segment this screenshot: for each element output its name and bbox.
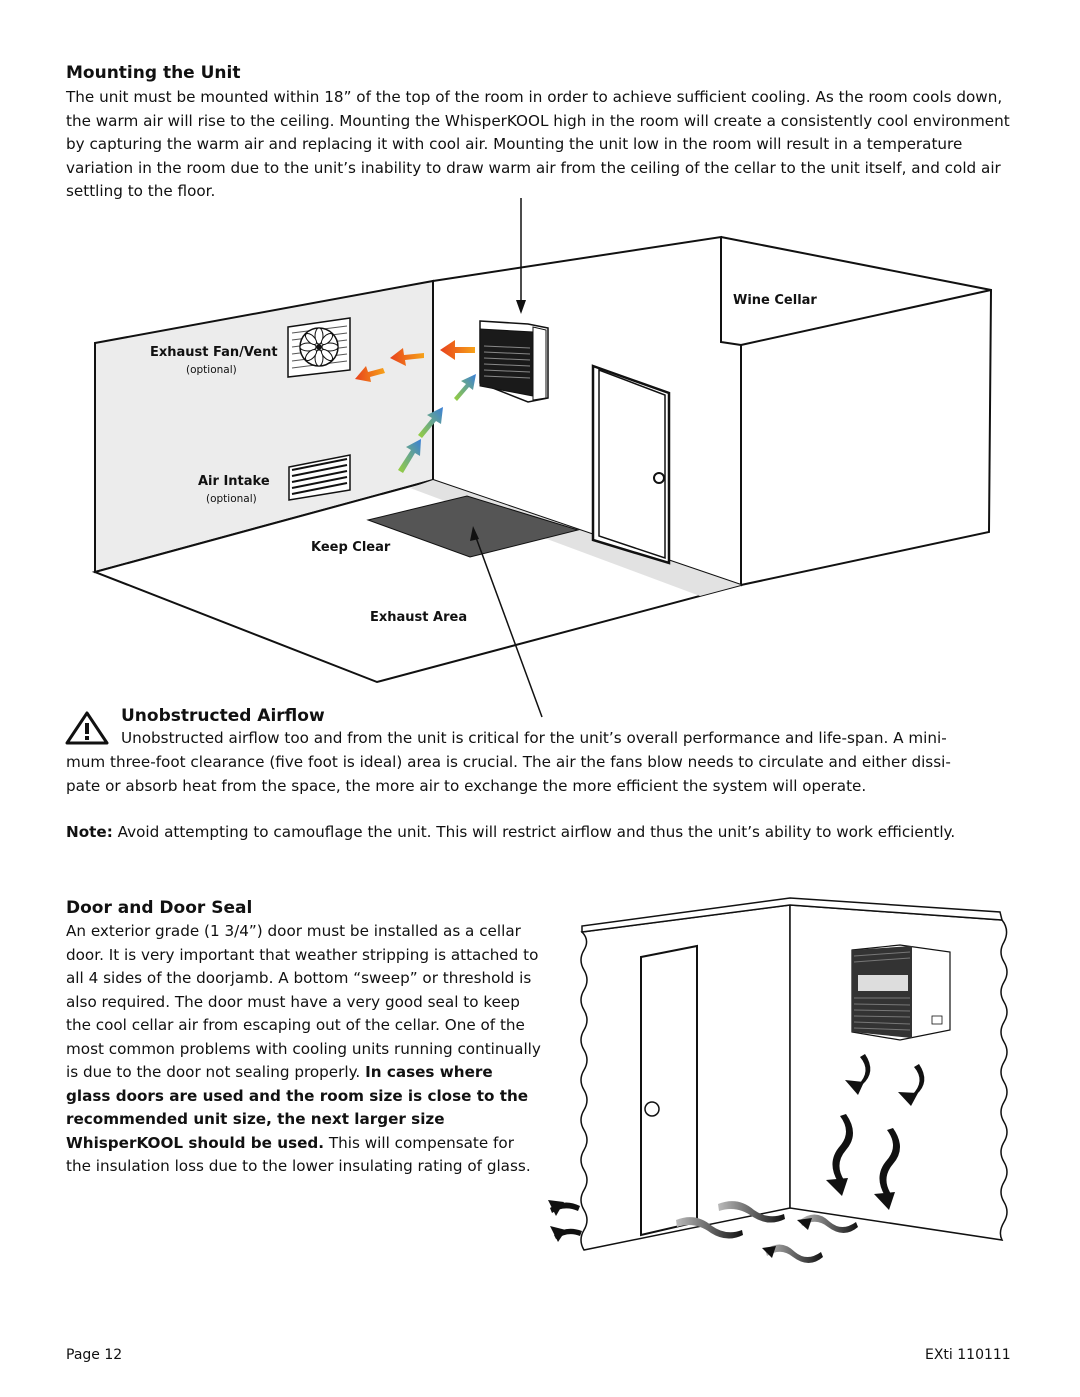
air-intake-label: Air Intake	[198, 474, 270, 489]
wine-cellar-label: Wine Cellar	[733, 293, 817, 308]
door-knob	[644, 1101, 660, 1117]
mounting-body: The unit must be mounted within 18” of t…	[66, 88, 1010, 200]
door-body-end: This will compensate for the insulation …	[66, 1133, 531, 1176]
cold-air-arrow-icon	[826, 1054, 925, 1210]
airflow-body-line-3: pate or absorb heat from the space, the …	[66, 777, 867, 795]
document-code: EXti 110111	[925, 1347, 1011, 1363]
exhaust-fan-icon	[287, 317, 351, 378]
escaping-air-arrow-icon	[676, 1201, 858, 1263]
door-body: An exterior grade (1 3/4”) door must be …	[66, 920, 542, 1179]
cool-air-arrow-icon	[398, 374, 476, 473]
exhaust-area-label: Exhaust Area	[370, 610, 467, 625]
door	[591, 364, 671, 565]
keep-clear-label: Keep Clear	[311, 540, 391, 555]
right-wall	[789, 904, 1008, 1241]
door-body-bold: In cases where glass doors are used and …	[66, 1063, 529, 1152]
airflow-body-line-2: mum three-foot clearance (five foot is i…	[66, 753, 951, 771]
door-seal-diagram	[548, 897, 1008, 1263]
room-cutaway-diagram: Wine Cellar Exhaust Fan/Vent (optional) …	[91, 198, 993, 718]
door	[640, 944, 698, 1237]
door-body-plain: An exterior grade (1 3/4”) door must be …	[66, 922, 541, 1081]
exhaust-fan-optional-label: (optional)	[186, 364, 237, 376]
page-number: Page 12	[66, 1347, 123, 1363]
air-intake-optional-label: (optional)	[206, 493, 257, 505]
right-wall	[720, 236, 993, 586]
note-label: Note:	[66, 823, 113, 841]
door-knob	[653, 472, 665, 484]
mounting-heading: Mounting the Unit	[66, 63, 241, 83]
note-paragraph: Note: Avoid attempting to camouflage the…	[66, 821, 955, 845]
airflow-body-line-1: Unobstructed airflow too and from the un…	[121, 729, 947, 747]
door-heading: Door and Door Seal	[66, 898, 253, 918]
airflow-heading: Unobstructed Airflow	[121, 706, 325, 726]
warning-icon	[65, 711, 109, 745]
warm-air-arrow-icon	[355, 340, 475, 382]
cooling-unit	[851, 944, 951, 1041]
note-text: Avoid attempting to camouflage the unit.…	[112, 823, 956, 841]
exhaust-fan-label: Exhaust Fan/Vent	[150, 345, 278, 360]
air-intake-grille-icon	[288, 454, 351, 501]
